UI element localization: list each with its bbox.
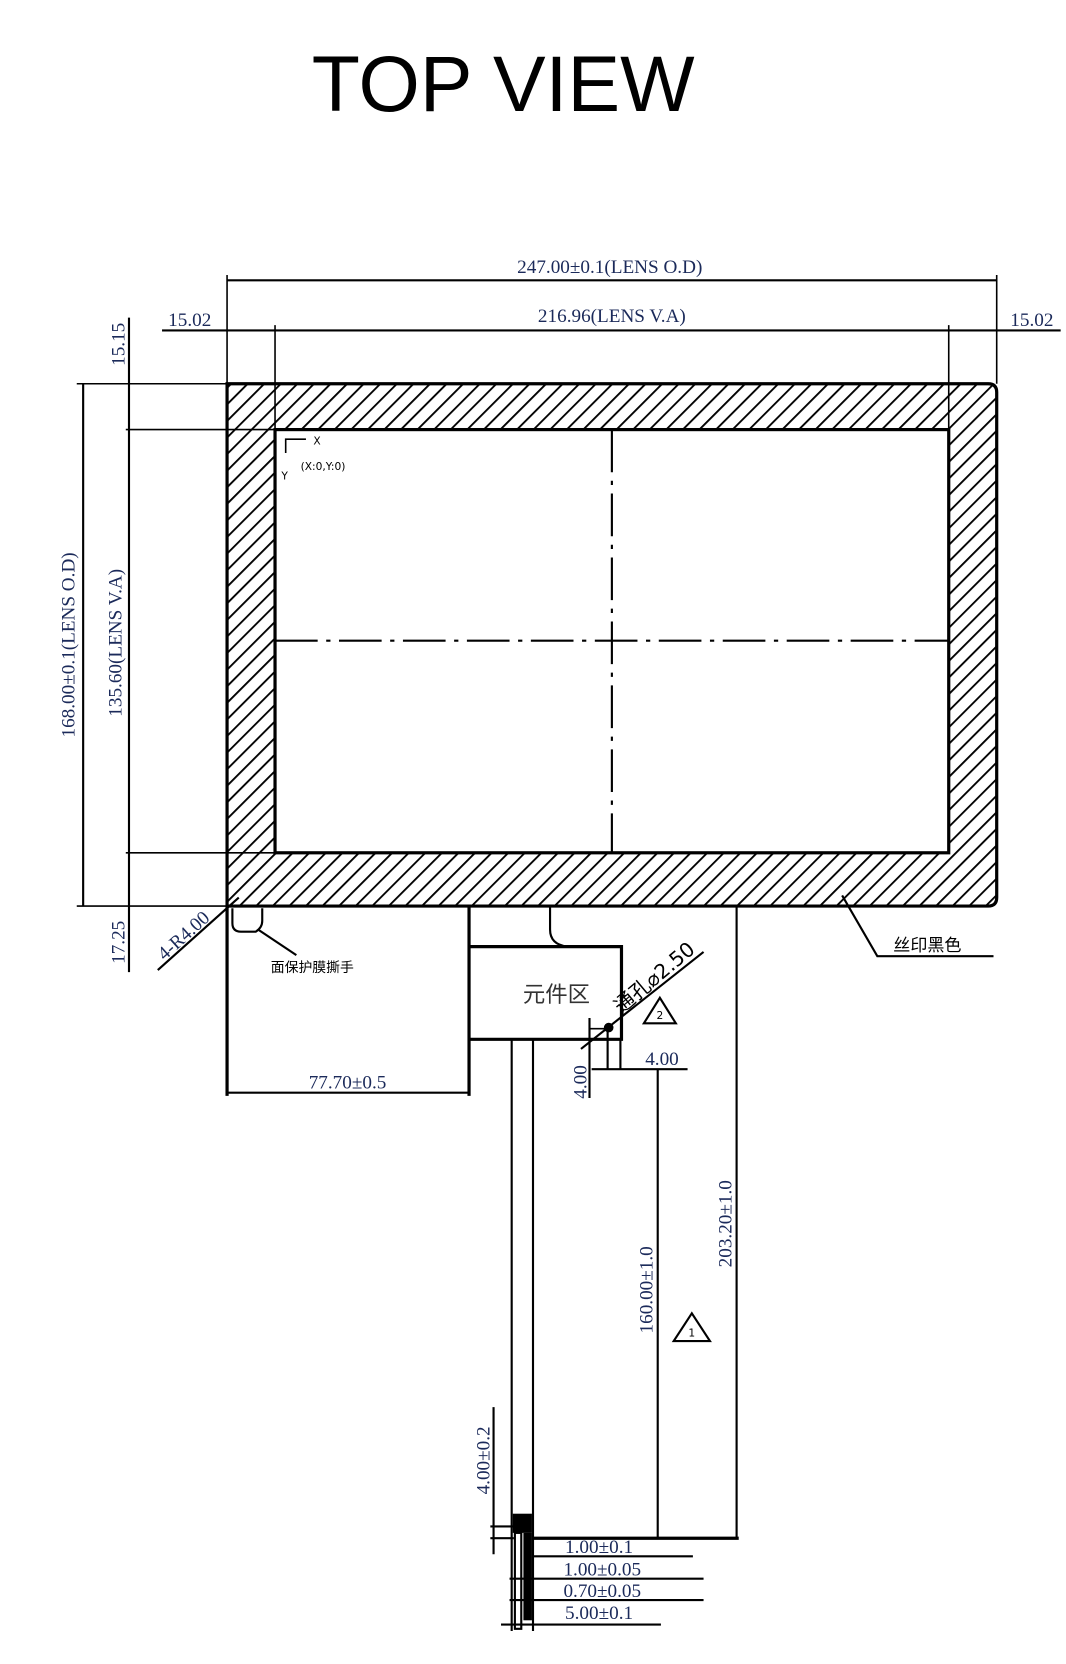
component-area-label: 元件区 — [523, 982, 590, 1008]
svg-text:0.70±0.05: 0.70±0.05 — [563, 1581, 641, 1602]
svg-text:1.00±0.05: 1.00±0.05 — [563, 1560, 641, 1581]
fpc-outline: 元件区 — [225, 906, 624, 1631]
svg-text:2: 2 — [656, 1009, 663, 1022]
protective-film-tab: 面保护膜撕手 — [231, 908, 354, 976]
svg-text:4-R4.00: 4-R4.00 — [154, 907, 214, 964]
dimension-lens-va-height: 135.60(LENS V.A) 15.15 17.25 — [106, 317, 276, 973]
svg-text:247.00±0.1(LENS O.D): 247.00±0.1(LENS O.D) — [517, 257, 702, 278]
svg-text:4.00: 4.00 — [645, 1049, 679, 1070]
svg-text:4.00: 4.00 — [570, 1065, 591, 1099]
svg-text:1.00±0.1: 1.00±0.1 — [565, 1537, 633, 1558]
svg-text:面保护膜撕手: 面保护膜撕手 — [271, 960, 354, 976]
svg-text:15.02: 15.02 — [168, 310, 211, 331]
dimension-lens-od-height: 168.00±0.1(LENS O.D) — [59, 382, 228, 907]
svg-text:1: 1 — [688, 1327, 695, 1340]
svg-text:216.96(LENS V.A): 216.96(LENS V.A) — [538, 306, 686, 327]
svg-text:X: X — [313, 435, 320, 448]
svg-text:168.00±0.1(LENS O.D): 168.00±0.1(LENS O.D) — [59, 552, 80, 737]
svg-text:5.00±0.1: 5.00±0.1 — [565, 1603, 633, 1624]
svg-text:4.00±0.2: 4.00±0.2 — [473, 1426, 494, 1494]
svg-text:15.15: 15.15 — [109, 323, 130, 366]
svg-text:77.70±0.5: 77.70±0.5 — [309, 1072, 387, 1093]
drawing-title: TOP VIEW — [312, 40, 695, 128]
dimension-lens-od-width: 247.00±0.1(LENS O.D) — [226, 257, 998, 384]
dimension-lens-va-width: 216.96(LENS V.A) 15.02 15.02 — [162, 306, 1061, 430]
through-hole-callout: 通孔⌀2.50 2 4.00 4.00 — [570, 937, 705, 1099]
svg-text:Y: Y — [280, 470, 288, 483]
svg-text:160.00±1.0: 160.00±1.0 — [636, 1246, 657, 1333]
dimension-tail-length: 160.00±1.0 203.20±1.0 1 — [533, 906, 739, 1540]
fpc-contacts: 4.00±0.2 1.00±0.1 1.00±0.05 0.70±0.05 5.… — [473, 1407, 704, 1630]
svg-text:(X:0,Y:0): (X:0,Y:0) — [301, 460, 346, 473]
svg-text:15.02: 15.02 — [1010, 310, 1053, 331]
svg-text:丝印黑色: 丝印黑色 — [893, 936, 961, 956]
svg-text:135.60(LENS V.A): 135.60(LENS V.A) — [106, 569, 127, 717]
svg-text:17.25: 17.25 — [109, 921, 130, 964]
dimension-fpc-offset: 77.70±0.5 — [227, 1072, 470, 1094]
origin-marker: X Y (X:0,Y:0) — [280, 435, 345, 483]
silk-print-callout: 丝印黑色 — [841, 894, 994, 958]
svg-text:203.20±1.0: 203.20±1.0 — [715, 1180, 736, 1267]
